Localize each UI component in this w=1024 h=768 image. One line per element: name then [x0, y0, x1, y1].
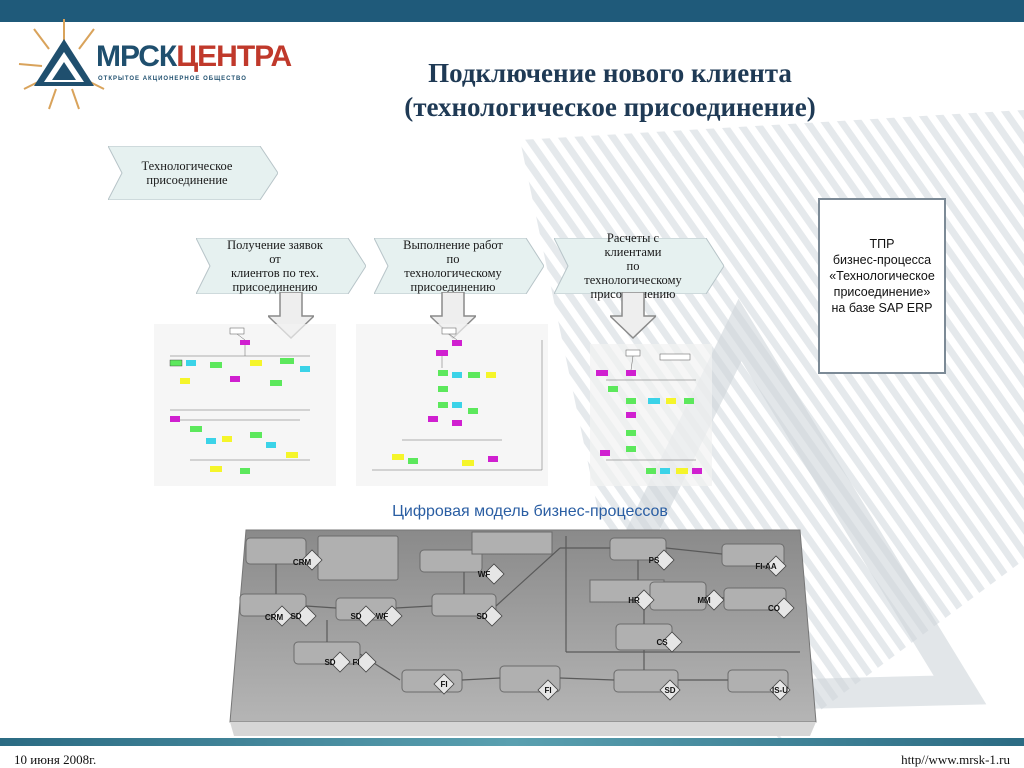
step-2-line1: Выполнение работ по — [403, 238, 503, 266]
tag-sd-3: SD — [476, 612, 487, 621]
logo-emblem-icon — [18, 19, 105, 110]
epc-diagram-thumbnail-2 — [356, 324, 548, 486]
note-line1: ТПР — [869, 237, 895, 251]
digital-model-label: Цифровая модель бизнес-процессов — [392, 503, 668, 520]
tag-fi-1: FI — [352, 658, 359, 667]
main-process-line1: Технологическое — [141, 159, 233, 173]
logo-subtitle: ОТКРЫТОЕ АКЦИОНЕРНОЕ ОБЩЕСТВО — [98, 76, 247, 82]
logo-wordmark: МРСКЦЕНТРА — [96, 40, 292, 74]
company-logo: МРСКЦЕНТРА ОТКРЫТОЕ АКЦИОНЕРНОЕ ОБЩЕСТВО — [14, 14, 292, 114]
note-line4: присоединение» — [833, 285, 931, 299]
footer-date: 10 июня 2008г. — [14, 752, 97, 767]
header-bar — [0, 0, 1024, 22]
note-line3: «Технологическое — [829, 269, 935, 283]
down-arrow-icon-3 — [610, 292, 656, 340]
step-1-line3: присоединению — [232, 280, 318, 294]
step-3-line2: по технологическому — [584, 259, 682, 287]
tag-is-u: IS-U — [772, 686, 788, 695]
title-line1: Подключение нового клиента — [428, 58, 792, 88]
tag-hr: HR — [628, 596, 640, 605]
footer-bar — [0, 738, 1024, 746]
title-line2: (технологическое присоединение) — [404, 92, 816, 122]
tag-fi-3: FI — [544, 686, 551, 695]
step-2-line3: присоединению — [410, 280, 496, 294]
tag-fi-2: FI — [440, 680, 447, 689]
epc-diagram-thumbnail-3 — [590, 344, 712, 486]
note-line5: на базе SAP ERP — [831, 301, 933, 315]
step-1-line1: Получение заявок от — [227, 238, 323, 266]
footer-url: http//www.mrsk-1.ru — [901, 752, 1010, 767]
tag-mm: MM — [697, 596, 711, 605]
step-2-line2: технологическому — [404, 266, 502, 280]
tag-wf-2: WF — [376, 612, 389, 621]
tag-sd-2: SD — [350, 612, 361, 621]
tag-sd-5: SD — [664, 686, 675, 695]
epc-diagram-thumbnail-1 — [154, 324, 336, 486]
tag-fi-aa: FI-AA — [755, 562, 777, 571]
sap-note-card: ТПР бизнес-процесса «Технологическое при… — [818, 198, 946, 374]
tag-crm-2: CRM — [265, 613, 284, 622]
digital-model-board: CRM WF PS FI-AA CRM SD SD WF SD HR MM CO… — [229, 529, 817, 736]
tag-crm-1: CRM — [293, 558, 312, 567]
tag-sd-1: SD — [290, 612, 301, 621]
tag-wf-1: WF — [478, 570, 491, 579]
logo-name-part1: МРСК — [96, 40, 177, 73]
tag-cs: CS — [656, 638, 668, 647]
tag-ps: PS — [649, 556, 660, 565]
note-line2: бизнес-процесса — [832, 253, 932, 267]
logo-name-part2: ЦЕНТРА — [176, 40, 292, 73]
tag-sd-4: SD — [324, 658, 335, 667]
step-3-line1: Расчеты с клиентами — [604, 231, 662, 259]
step-1-line2: клиентов по тех. — [230, 266, 320, 280]
main-process-line2: присоединение — [146, 173, 228, 187]
page-title: Подключение нового клиента (технологичес… — [330, 56, 890, 124]
tag-co: CO — [768, 604, 780, 613]
